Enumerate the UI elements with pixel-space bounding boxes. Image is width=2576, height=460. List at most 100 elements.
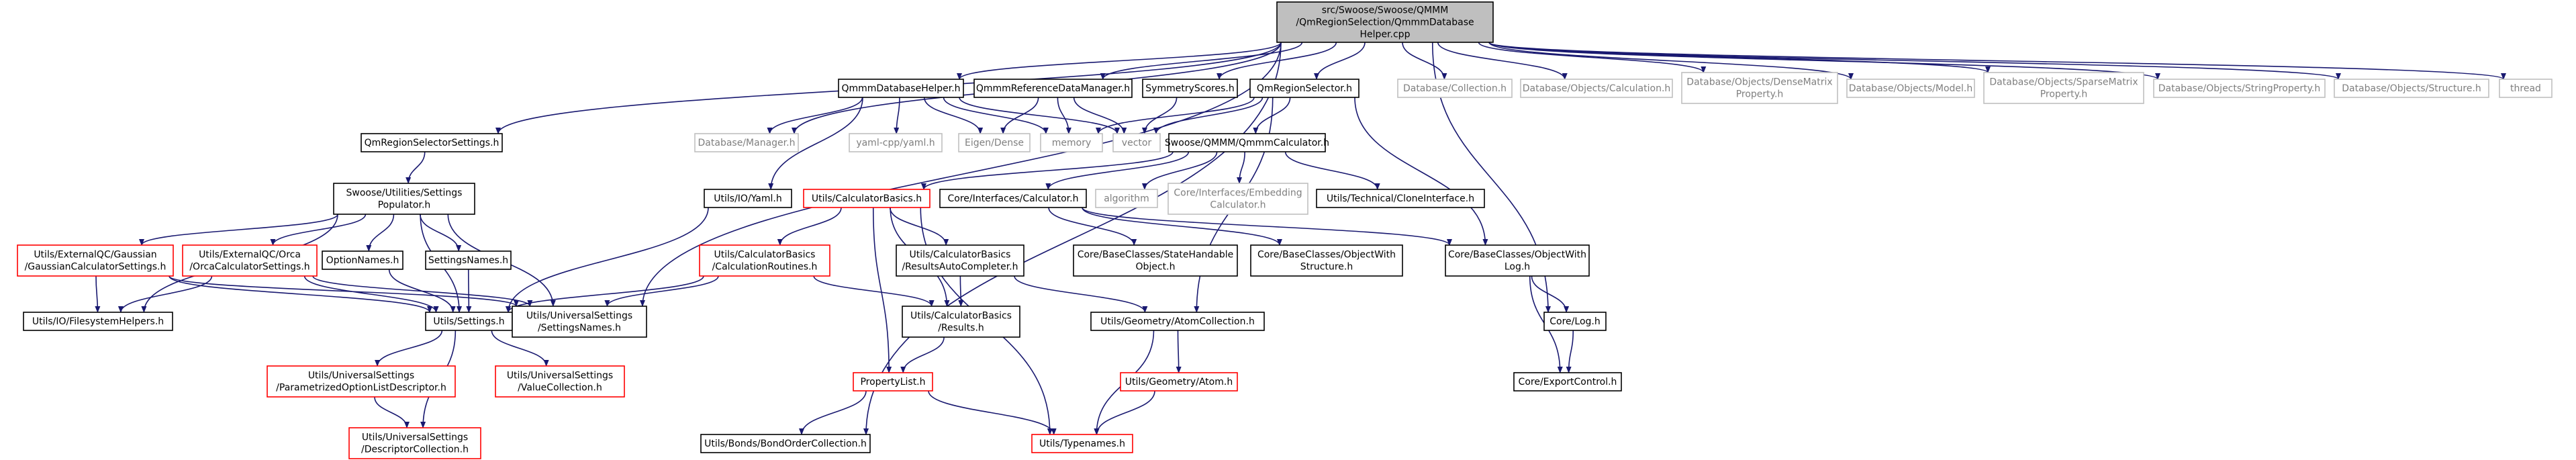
node-label: memory (1052, 138, 1092, 148)
node-label: OptionNames.h (326, 255, 399, 266)
graph-node-settingsnames_h[interactable]: SettingsNames.h (425, 250, 512, 270)
graph-node-symscores[interactable]: SymmetryScores.h (1142, 79, 1238, 98)
node-label: Utils/ExternalQC/Orca (199, 250, 301, 261)
node-box (896, 244, 1024, 277)
graph-node-optionnames[interactable]: OptionNames.h (322, 250, 403, 270)
graph-node-orca[interactable]: Utils/ExternalQC/Orca/OrcaCalculatorSett… (182, 244, 318, 277)
graph-node-valuecollection[interactable]: Utils/UniversalSettings/ValueCollection.… (495, 365, 625, 398)
node-label: Property.h (1736, 89, 1784, 100)
edge-qmregselsettings-to-settingspop (406, 151, 426, 184)
node-label: Database/Objects/SparseMatrix (1989, 77, 2138, 88)
edge-root-to-bondorder (863, 42, 1282, 435)
node-label: Utils/CalculatorBasics (714, 250, 816, 261)
graph-node-db_calculation: Database/Objects/Calculation.h (1520, 79, 1673, 98)
node-label: /Results.h (938, 323, 984, 334)
graph-node-filesyshelpers[interactable]: Utils/IO/FilesystemHelpers.h (23, 312, 173, 331)
graph-node-qmregionselector[interactable]: QmRegionSelector.h (1249, 79, 1359, 98)
edge-qmregionselector-to-memory (1096, 97, 1255, 134)
node-box (694, 133, 799, 152)
edge-qmmmdbhelper-to-yaml_h (768, 97, 863, 190)
edge-atom-to-typenames (1094, 390, 1155, 435)
graph-node-results[interactable]: Utils/CalculatorBasics/Results.h (902, 306, 1020, 338)
graph-node-db_model: Database/Objects/Model.h (1846, 79, 1975, 98)
edge-calcroutines-to-results (813, 275, 935, 307)
graph-node-atom[interactable]: Utils/Geometry/Atom.h (1120, 372, 1238, 392)
graph-node-eigen: Eigen/Dense (958, 133, 1031, 152)
edge-root-to-qmmmdbhelper (957, 42, 1282, 80)
node-box (2334, 79, 2489, 98)
node-box (1031, 434, 1133, 453)
edge-gaussian-to-settings_h (169, 275, 432, 313)
node-box (348, 427, 481, 459)
node-label: Utils/Settings.h (433, 316, 504, 327)
graph-node-gaussian[interactable]: Utils/ExternalQC/Gaussian/GaussianCalcul… (17, 244, 174, 277)
graph-node-core_calculator[interactable]: Core/Interfaces/Calculator.h (939, 189, 1087, 208)
edge-root-to-db_calculation (1437, 42, 1568, 80)
edge-settingspop-to-settingsnames_h (420, 214, 462, 252)
graph-node-typenames[interactable]: Utils/Typenames.h (1031, 434, 1133, 453)
node-label: Utils/Technical/CloneInterface.h (1327, 193, 1474, 204)
node-label: Utils/ExternalQC/Gaussian (34, 250, 156, 261)
node-box (1073, 244, 1238, 277)
node-label: Core/Interfaces/Embedding (1174, 188, 1302, 199)
node-box (838, 79, 964, 98)
graph-node-qmmmdbhelper[interactable]: QmmmDatabaseHelper.h (838, 79, 964, 98)
edge-symscores-to-vector (1141, 97, 1178, 134)
node-box (902, 306, 1020, 338)
node-label: Utils/UniversalSettings (507, 371, 613, 381)
graph-node-atomcollection[interactable]: Utils/Geometry/AtomCollection.h (1090, 312, 1265, 331)
edge-calcbasics-to-calcroutines (777, 207, 842, 246)
node-label: Database/Objects/Calculation.h (1523, 83, 1671, 94)
node-label: /CalculationRoutines.h (712, 262, 818, 273)
graph-node-bondorder[interactable]: Utils/Bonds/BondOrderCollection.h (700, 434, 871, 453)
graph-node-root[interactable]: src/Swoose/Swoose/QMMM/QmRegionSelection… (1276, 1, 1494, 43)
node-label: Utils/UniversalSettings (362, 432, 468, 443)
edge-root-to-qmmmrefdata (1100, 42, 1303, 80)
edge-yaml_h-to-settings_h (506, 207, 709, 313)
node-label: /QmRegionSelection/QmmmDatabase (1296, 17, 1474, 28)
graph-node-exportcontrol[interactable]: Core/ExportControl.h (1513, 372, 1622, 392)
node-label: /ResultsAutoCompleter.h (902, 262, 1018, 273)
edge-settings_h-to-valuecollection (491, 330, 549, 367)
edge-orca-to-filesyshelpers (117, 275, 213, 313)
graph-node-settings_h[interactable]: Utils/Settings.h (425, 312, 513, 331)
node-box (1249, 79, 1359, 98)
node-box (267, 365, 456, 398)
graph-node-descriptorcollection[interactable]: Utils/UniversalSettings/DescriptorCollec… (348, 427, 481, 459)
graph-node-yaml_h[interactable]: Utils/IO/Yaml.h (704, 189, 792, 208)
node-box (425, 250, 512, 270)
node-box (1397, 79, 1513, 98)
node-label: Structure.h (1300, 262, 1353, 273)
graph-node-qmmmcalc[interactable]: Swoose/QMMM/QmmmCalculator.h (1165, 133, 1329, 152)
graph-node-us_settingsnames[interactable]: Utils/UniversalSettings/SettingsNames.h (512, 306, 647, 338)
node-box (1120, 372, 1238, 392)
node-box (17, 244, 174, 277)
node-label: Populator.h (378, 200, 431, 211)
node-box (1513, 372, 1622, 392)
graph-node-paramoptlist[interactable]: Utils/UniversalSettings/ParametrizedOpti… (267, 365, 456, 398)
graph-node-cloneinterface[interactable]: Utils/Technical/CloneInterface.h (1316, 189, 1485, 208)
node-label: QmRegionSelector.h (1257, 83, 1352, 94)
graph-node-resultsautocompl[interactable]: Utils/CalculatorBasics/ResultsAutoComple… (896, 244, 1024, 277)
graph-node-calcbasics[interactable]: Utils/CalculatorBasics.h (803, 189, 931, 208)
node-box (1095, 189, 1158, 208)
graph-node-qmregselsettings[interactable]: QmRegionSelectorSettings.h (361, 133, 503, 152)
node-label: Utils/UniversalSettings (308, 371, 414, 381)
node-label: Utils/IO/Yaml.h (714, 193, 781, 204)
edge-core_calculator-to-objstructure (1082, 207, 1282, 246)
edge-qmmmcalc-to-algorithm (1141, 151, 1218, 190)
node-label: Helper.cpp (1360, 30, 1411, 40)
node-label: Calculator.h (1210, 200, 1266, 211)
graph-node-propertylist[interactable]: PropertyList.h (853, 372, 933, 392)
graph-node-qmmmrefdata[interactable]: QmmmReferenceDataManager.h (973, 79, 1133, 98)
node-box (2153, 79, 2326, 98)
graph-node-corelog[interactable]: Core/Log.h (1543, 312, 1607, 331)
graph-node-calcroutines[interactable]: Utils/CalculatorBasics/CalculationRoutin… (699, 244, 830, 277)
node-label: Utils/Typenames.h (1039, 439, 1125, 449)
node-box (1167, 183, 1308, 215)
